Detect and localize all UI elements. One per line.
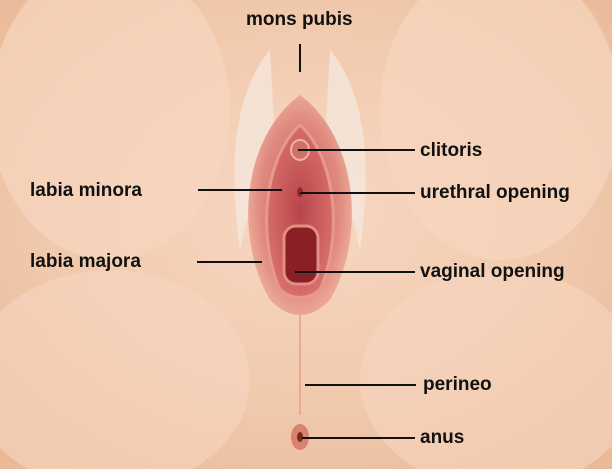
label-anus: anus bbox=[420, 427, 465, 448]
label-urethral-opening: urethral opening bbox=[420, 182, 570, 203]
label-labia-minora: labia minora bbox=[30, 180, 142, 201]
label-labia-majora: labia majora bbox=[30, 251, 141, 272]
label-perineo: perineo bbox=[423, 374, 492, 395]
vaginal-opening-shape bbox=[282, 224, 320, 286]
label-clitoris: clitoris bbox=[420, 140, 483, 161]
label-vaginal-opening: vaginal opening bbox=[420, 261, 565, 282]
pubic-hair-left bbox=[234, 50, 275, 250]
label-mons-pubis: mons pubis bbox=[246, 9, 353, 30]
